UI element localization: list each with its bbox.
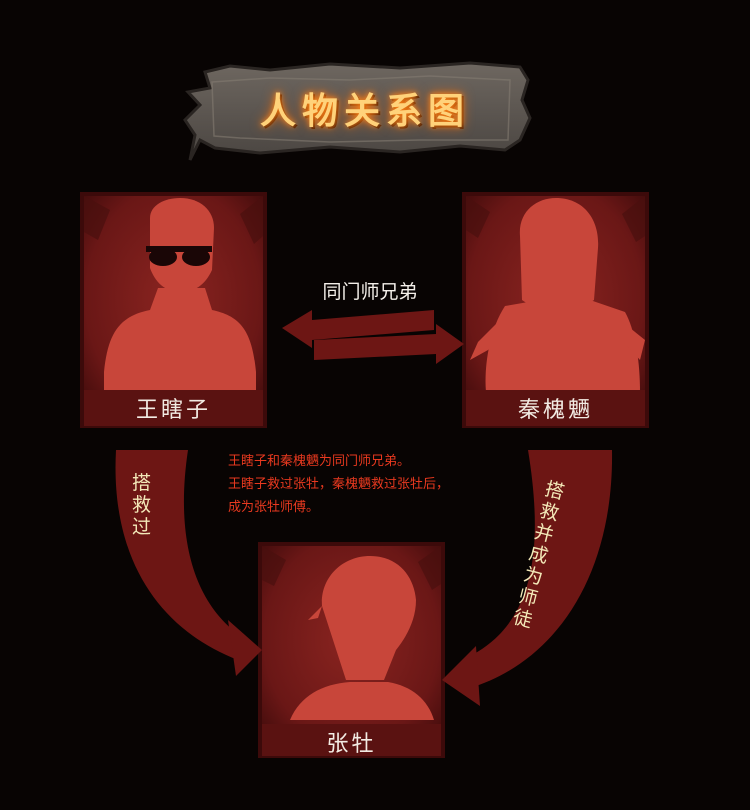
vertical-label-char: 过 <box>132 516 152 538</box>
card-wang <box>80 192 267 428</box>
card-qin <box>462 192 649 428</box>
name-qin: 秦槐魉 <box>517 398 593 423</box>
long-hair-man-silhouette-icon <box>470 198 645 392</box>
arrow-qin-to-wang <box>282 310 434 348</box>
sunglasses-man-silhouette-icon <box>104 198 256 390</box>
title-plaque <box>183 61 532 161</box>
description-block: 王瞎子和秦槐魉为同门师兄弟。 王瞎子救过张牡，秦槐魉救过张牡后， 成为张牡师傅。 <box>228 450 528 519</box>
arrow-qin-to-zhang <box>442 450 613 706</box>
vertical-label-char: 搭 <box>132 472 152 494</box>
name-wang: 王瞎子 <box>135 398 211 423</box>
arrow-wang-to-zhang <box>115 450 262 676</box>
card-zhang <box>258 542 445 758</box>
description-line: 成为张牡师傅。 <box>228 500 320 515</box>
young-man-silhouette-icon <box>290 556 434 720</box>
page-title: 人物关系图 <box>259 90 470 132</box>
description-line: 王瞎子和秦槐魉为同门师兄弟。 <box>228 454 411 469</box>
vertical-label-char: 救 <box>132 494 152 516</box>
description-line: 王瞎子救过张牡，秦槐魉救过张牡后， <box>228 477 450 492</box>
relation-label-wang-zhang: 搭救过 <box>132 472 151 538</box>
name-zhang: 张牡 <box>326 732 377 757</box>
arrow-wang-to-qin <box>314 324 464 364</box>
relation-label-wang-qin: 同门师兄弟 <box>322 280 418 303</box>
